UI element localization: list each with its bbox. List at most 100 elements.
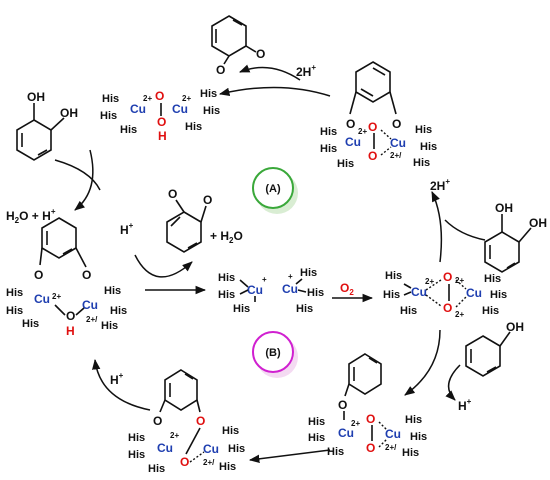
svg-text:H: H — [66, 324, 75, 338]
svg-text:+: + — [288, 272, 293, 281]
svg-text:O: O — [196, 414, 205, 428]
svg-text:O: O — [366, 412, 375, 426]
svg-text:Cu: Cu — [466, 286, 482, 300]
svg-text:Cu: Cu — [282, 282, 298, 296]
svg-text:His: His — [148, 463, 165, 475]
svg-text:2+: 2+ — [455, 310, 464, 319]
svg-text:2+: 2+ — [182, 94, 191, 103]
svg-text:His: His — [185, 121, 202, 133]
svg-text:2+/: 2+/ — [86, 315, 98, 324]
svg-text:His: His — [413, 157, 430, 169]
svg-text:His: His — [405, 414, 422, 426]
svg-text:2+: 2+ — [351, 419, 360, 428]
svg-text:His: His — [120, 124, 137, 136]
catechol-left: OH OH — [16, 90, 78, 161]
svg-text:His: His — [100, 110, 117, 122]
svg-text:2+/: 2+/ — [390, 151, 402, 160]
svg-text:His: His — [6, 287, 23, 299]
svg-text:O: O — [153, 414, 162, 428]
svg-text:OH: OH — [495, 201, 513, 215]
h-plus-center: H+ — [120, 221, 134, 237]
water-plus-h-left: H2O + H+ — [6, 207, 56, 225]
svg-text:2+/: 2+/ — [385, 443, 397, 452]
svg-text:His: His — [203, 105, 220, 117]
svg-text:(B): (B) — [265, 347, 281, 359]
svg-text:His: His — [385, 270, 402, 282]
two-h-plus-top: 2H+ — [296, 63, 316, 79]
svg-text:H: H — [158, 129, 167, 143]
svg-text:Cu: Cu — [345, 135, 361, 149]
svg-text:OH: OH — [27, 90, 45, 104]
svg-text:Cu: Cu — [130, 102, 146, 116]
svg-text:Cu: Cu — [82, 298, 98, 312]
svg-text:2+: 2+ — [358, 127, 367, 136]
svg-text:His: His — [320, 126, 337, 138]
catecholate-peroxo-complex-b: O O His His His Cu 2+ O Cu 2+/ His His H… — [128, 369, 245, 475]
svg-text:His: His — [22, 318, 39, 330]
svg-text:O: O — [256, 47, 265, 61]
svg-text:His: His — [233, 303, 250, 315]
svg-text:2+: 2+ — [455, 276, 464, 285]
h-plus-right-bottom: H+ — [458, 397, 472, 413]
svg-text:His: His — [327, 446, 344, 458]
svg-text:Cu: Cu — [34, 292, 50, 306]
svg-text:His: His — [415, 124, 432, 136]
svg-text:2+: 2+ — [52, 292, 61, 301]
svg-text:His: His — [219, 461, 236, 473]
svg-text:OH: OH — [60, 106, 78, 120]
svg-text:His: His — [222, 425, 239, 437]
svg-text:His: His — [402, 447, 419, 459]
svg-text:His: His — [104, 285, 121, 297]
svg-text:His: His — [300, 267, 317, 279]
svg-text:His: His — [400, 305, 417, 317]
svg-text:His: His — [308, 432, 325, 444]
svg-text:+: + — [262, 275, 267, 284]
svg-text:O: O — [366, 441, 375, 455]
svg-text:O: O — [203, 193, 212, 207]
cycle-b-label: (B) — [252, 331, 298, 378]
svg-text:O: O — [82, 268, 91, 282]
catechol-right: OH OH — [484, 201, 547, 273]
svg-text:Cu: Cu — [390, 136, 406, 150]
svg-text:His: His — [308, 416, 325, 428]
svg-text:Cu: Cu — [203, 442, 219, 456]
plus-water-center: + H2O — [210, 229, 243, 245]
svg-text:His: His — [110, 305, 127, 317]
svg-text:His: His — [482, 305, 499, 317]
svg-text:His: His — [102, 93, 119, 105]
svg-text:2+: 2+ — [143, 94, 152, 103]
hydroxo-dicopper-complex-top: His His His Cu 2+ O O H Cu 2+ His His Hi… — [100, 88, 220, 143]
svg-text:O: O — [338, 398, 347, 412]
two-h-plus-right: 2H+ — [430, 177, 450, 193]
svg-text:His: His — [420, 141, 437, 153]
svg-text:O: O — [346, 117, 355, 131]
svg-text:Cu: Cu — [157, 441, 173, 455]
svg-text:O: O — [368, 120, 377, 134]
svg-text:His: His — [228, 443, 245, 455]
svg-text:His: His — [307, 287, 324, 299]
svg-text:His: His — [484, 273, 501, 285]
cycle-a-label: (A) — [252, 167, 298, 214]
catecholate-peroxo-complex: O O His His His Cu 2+ O O Cu 2+/ His His… — [320, 61, 437, 170]
svg-text:2+: 2+ — [170, 431, 179, 440]
svg-text:2+: 2+ — [425, 277, 434, 286]
svg-text:His: His — [6, 305, 23, 317]
svg-text:O: O — [368, 149, 377, 163]
o-quinone-top: O O — [211, 15, 265, 77]
peroxo-dicopper-complex: His His His Cu 2+ O O Cu 2+ 2+ His His H… — [383, 270, 507, 319]
svg-text:O: O — [157, 115, 166, 129]
svg-text:O: O — [168, 187, 177, 201]
svg-text:OH: OH — [506, 320, 524, 334]
svg-text:O: O — [443, 270, 452, 284]
svg-text:His: His — [200, 88, 217, 100]
o2-reagent-arrow: O2 — [332, 281, 374, 303]
svg-text:Cu: Cu — [247, 283, 263, 297]
svg-text:Cu: Cu — [172, 102, 188, 116]
svg-text:O: O — [392, 117, 401, 131]
catecholate-hydroxo-complex: O O His His His Cu 2+ O H Cu 2+/ His His… — [6, 217, 127, 338]
svg-text:O: O — [216, 63, 225, 77]
o-quinone-center: O O — [166, 187, 212, 253]
svg-text:His: His — [383, 289, 400, 301]
svg-text:(A): (A) — [265, 183, 281, 195]
